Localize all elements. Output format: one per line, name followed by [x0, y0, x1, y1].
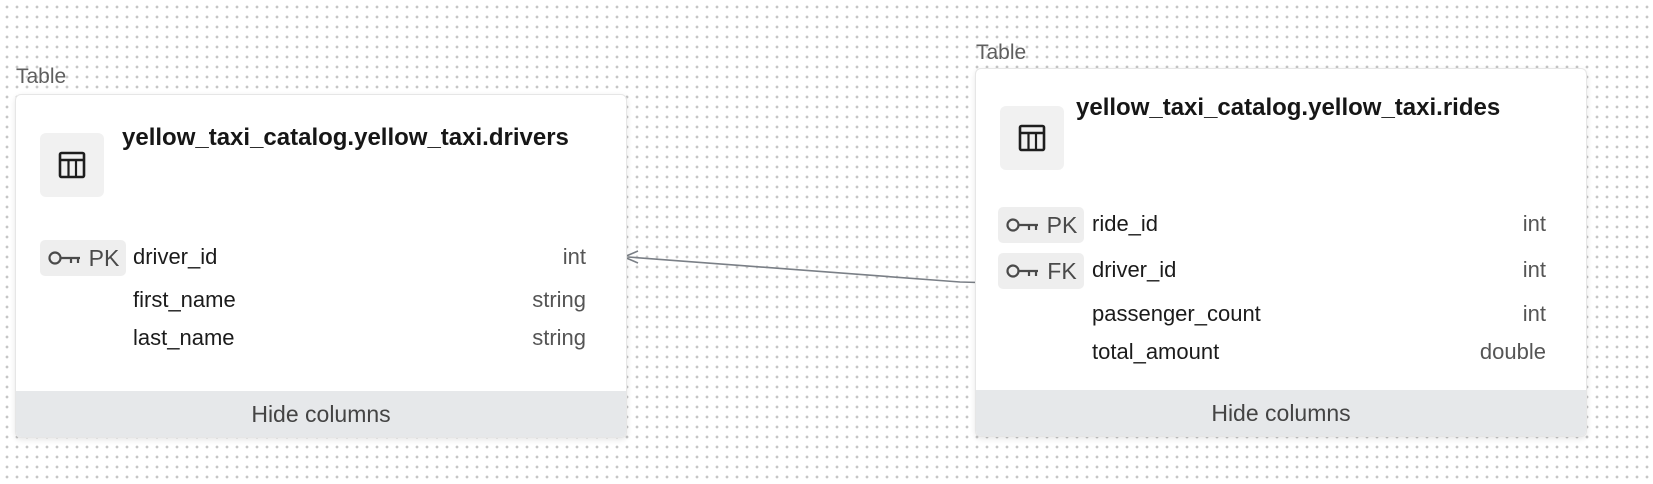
primary-key-badge: PK	[998, 207, 1084, 243]
column-type: int	[562, 244, 586, 269]
table-name: yellow_taxi_catalog.yellow_taxi.rides	[1076, 94, 1501, 121]
table-card-drivers[interactable]: yellow_taxi_catalog.yellow_taxi.drivers …	[15, 94, 627, 438]
primary-key-badge: PK	[40, 240, 126, 276]
table-icon	[40, 133, 104, 197]
column-row[interactable]: total_amount double	[976, 335, 1586, 375]
column-row[interactable]: last_name string	[16, 321, 626, 361]
foreign-key-badge: FK	[998, 253, 1084, 289]
table-type-label: Table	[16, 65, 67, 88]
column-name: passenger_count	[1092, 301, 1261, 326]
column-row[interactable]: PK ride_id int	[976, 207, 1586, 247]
column-type: string	[532, 325, 586, 350]
column-row[interactable]: first_name string	[16, 283, 626, 323]
table-card-rides[interactable]: yellow_taxi_catalog.yellow_taxi.rides PK…	[975, 68, 1587, 437]
column-name: first_name	[133, 287, 236, 312]
key-icon	[48, 251, 80, 265]
column-name: last_name	[133, 325, 235, 350]
key-icon	[1006, 264, 1039, 278]
hide-columns-button[interactable]: Hide columns	[16, 391, 626, 437]
column-name: total_amount	[1092, 339, 1220, 364]
column-type: int	[1522, 301, 1546, 326]
key-icon	[1006, 218, 1038, 232]
table-type-label: Table	[976, 41, 1027, 64]
column-type: double	[1479, 339, 1546, 364]
column-row[interactable]: PK driver_id int	[16, 240, 626, 280]
column-row[interactable]: passenger_count int	[976, 297, 1586, 337]
table-icon	[1000, 106, 1064, 170]
column-name: ride_id	[1092, 211, 1159, 236]
column-type: string	[532, 287, 586, 312]
key-type-label: PK	[88, 244, 120, 271]
relationship-line	[627, 256, 1023, 284]
column-row[interactable]: FK driver_id int	[976, 253, 1586, 293]
key-type-label: FK	[1047, 257, 1077, 284]
column-name: driver_id	[133, 244, 218, 269]
key-type-label: PK	[1046, 211, 1078, 238]
hide-columns-button[interactable]: Hide columns	[976, 390, 1586, 436]
column-name: driver_id	[1092, 257, 1177, 282]
column-type: int	[1522, 211, 1546, 236]
table-name: yellow_taxi_catalog.yellow_taxi.drivers	[122, 124, 569, 151]
column-type: int	[1522, 257, 1546, 282]
